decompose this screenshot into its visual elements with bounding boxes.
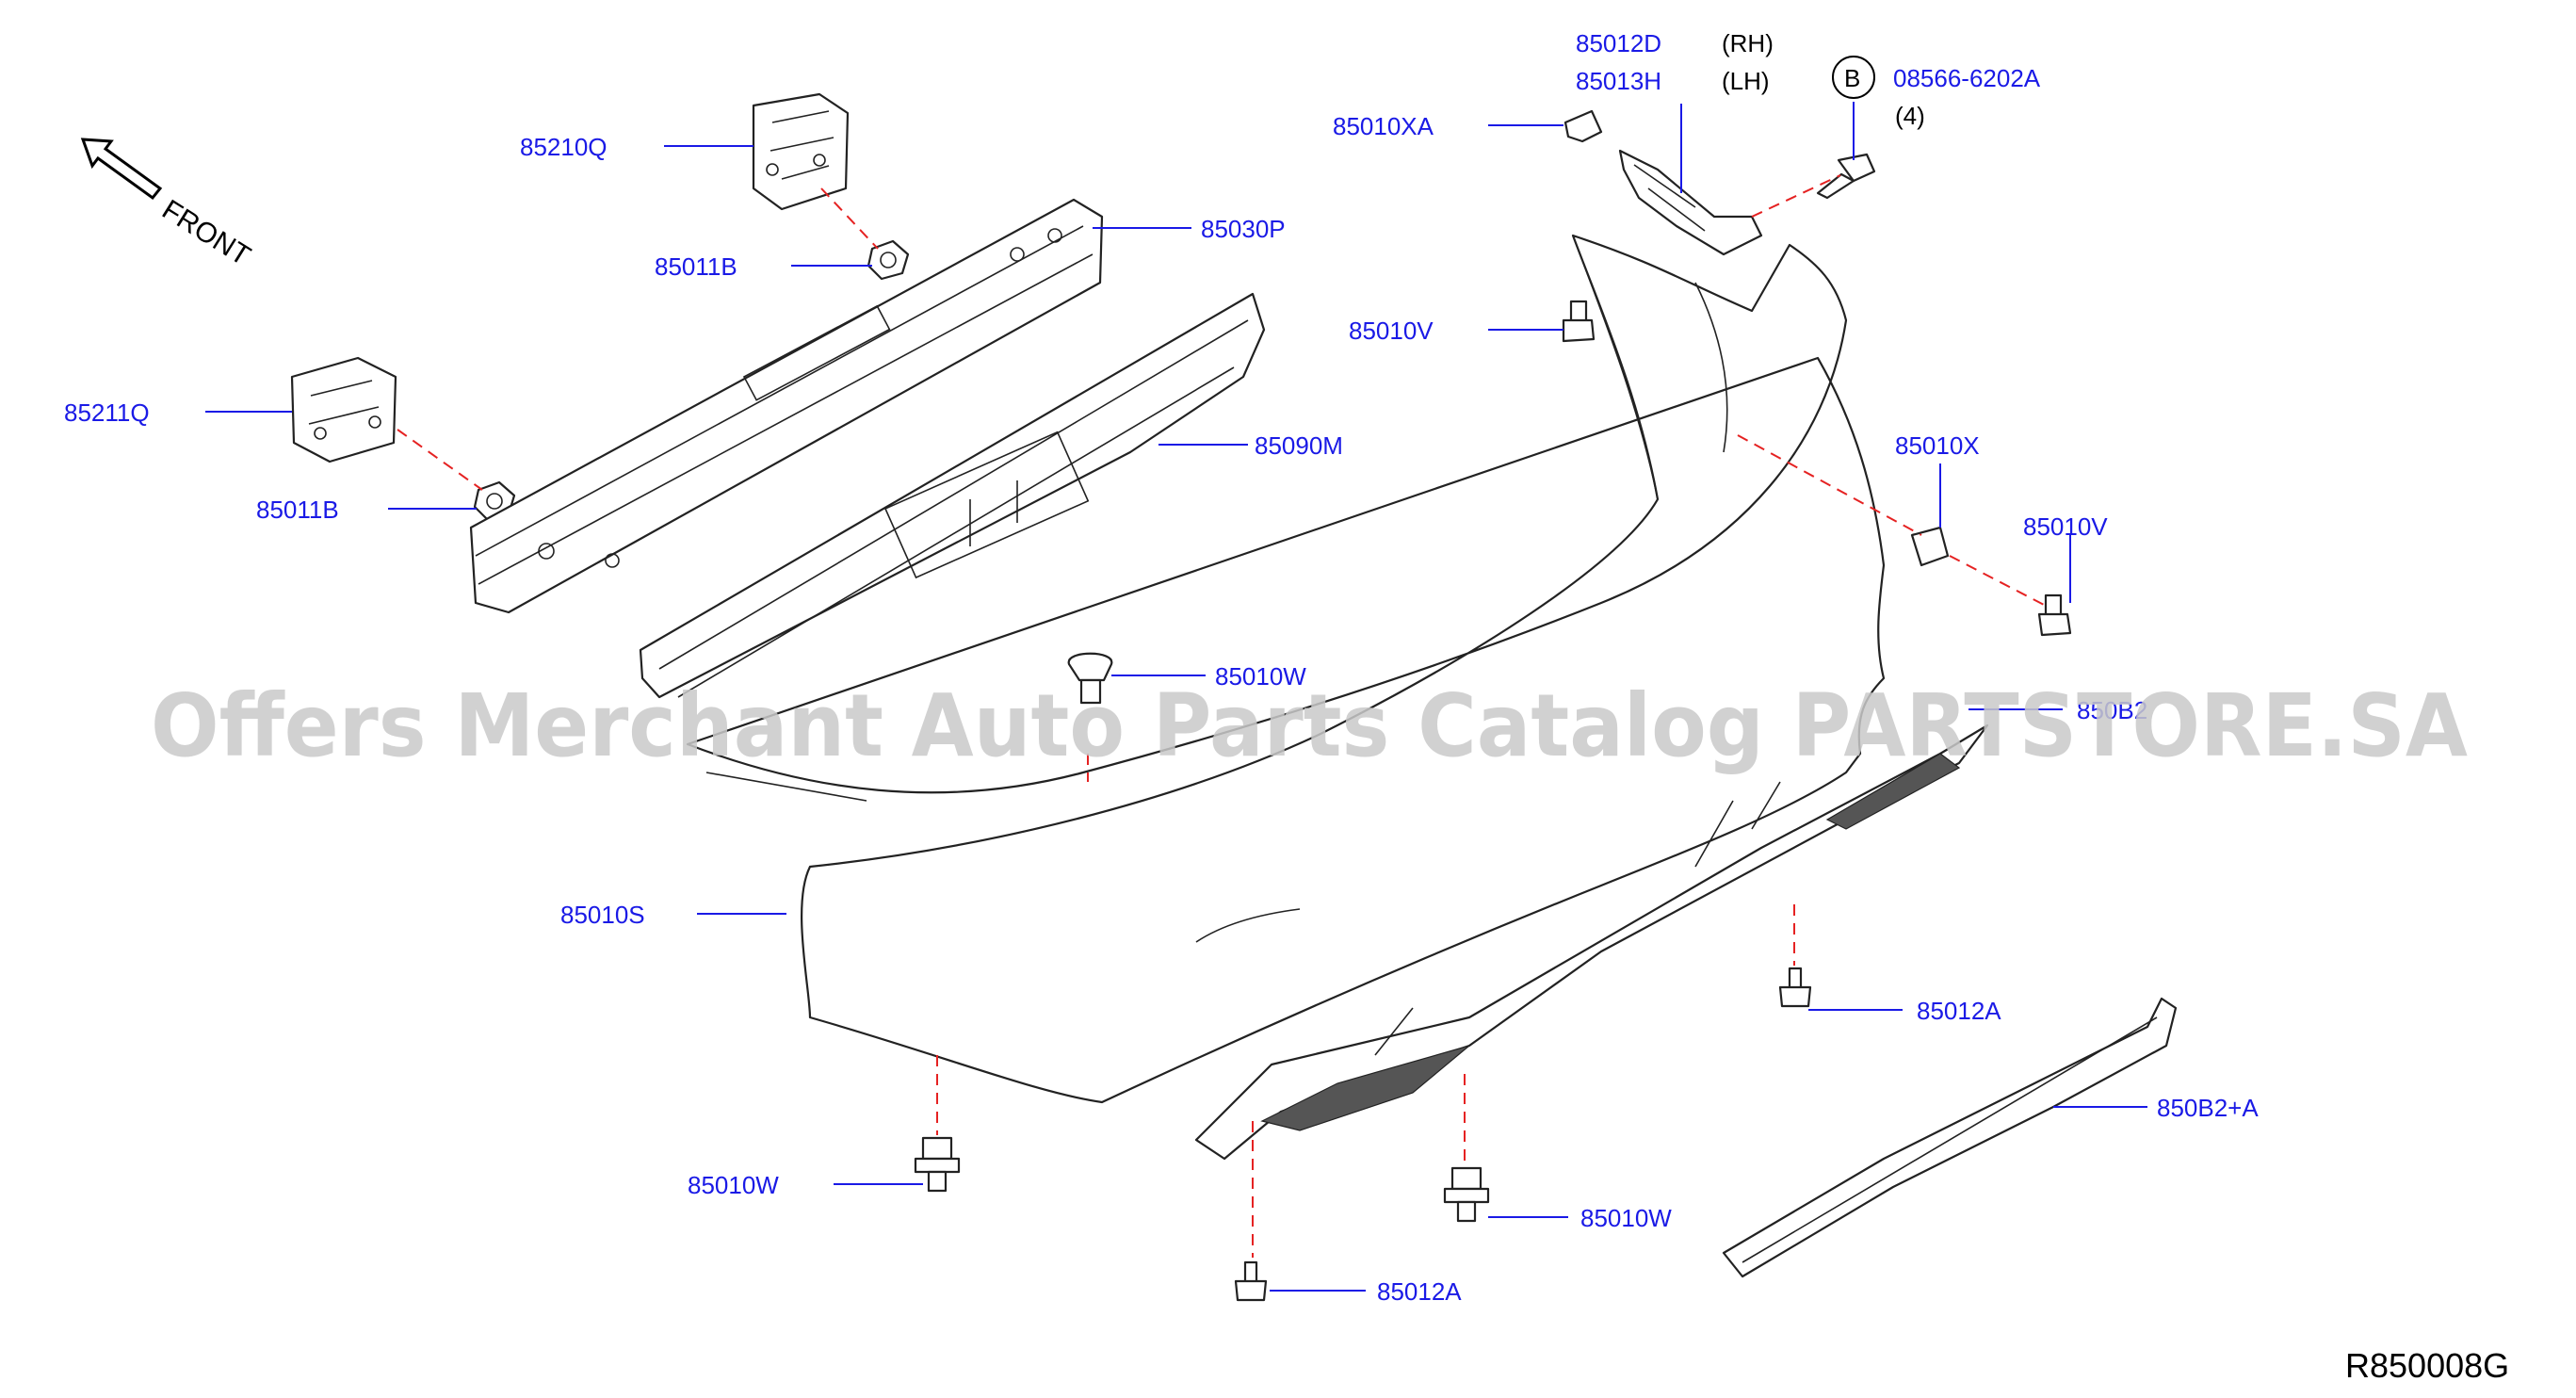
label-85210q[interactable]: 85210Q: [520, 133, 608, 161]
clip-85010xa: [1563, 109, 1603, 143]
label-85010xa[interactable]: 85010XA: [1333, 112, 1434, 140]
label-85010s[interactable]: 85010S: [560, 901, 645, 929]
lower-diffuser: [1194, 723, 1989, 1161]
bolt-symbol-b: B: [1832, 56, 1875, 99]
nut-85011b-top: [867, 239, 910, 281]
label-85013h-side: (LH): [1722, 67, 1770, 95]
label-85010v-top[interactable]: 85010V: [1349, 317, 1434, 345]
bracket-85211q: [290, 356, 397, 463]
screw-85010v-top: [1562, 300, 1596, 343]
label-85012d[interactable]: 85012D: [1576, 29, 1661, 57]
leader-lines: [205, 102, 2147, 1292]
reinforcement-85030p: [469, 198, 1104, 614]
moulding-850b2a: [1722, 997, 2178, 1278]
label-85010w-mid[interactable]: 85010W: [1215, 662, 1306, 691]
clip-85010w-mid: [1067, 652, 1113, 705]
label-85013h[interactable]: 85013H: [1576, 67, 1661, 95]
front-arrow-icon: [80, 138, 163, 201]
label-85090m[interactable]: 85090M: [1255, 431, 1343, 460]
label-85010w-bottom-mid[interactable]: 85010W: [1580, 1204, 1672, 1232]
label-85011b-bottom[interactable]: 85011B: [256, 496, 339, 524]
bolt-08566: [1816, 153, 1876, 200]
label-85211q[interactable]: 85211Q: [64, 398, 150, 427]
label-08566-qty: (4): [1895, 102, 1925, 130]
label-85010v-right[interactable]: 85010V: [2023, 512, 2108, 541]
label-850b2[interactable]: 850B2: [2077, 696, 2147, 724]
side-bracket-85012d: [1618, 149, 1763, 256]
diagram-code: R850008G: [2345, 1346, 2509, 1385]
label-85010w-bottom-left[interactable]: 85010W: [688, 1171, 779, 1199]
screw-85010v-right: [2037, 593, 2072, 637]
bracket-85210q: [752, 92, 850, 211]
clip-85010w-bottom-left: [914, 1136, 961, 1193]
screw-85012a-bottom: [1234, 1260, 1268, 1302]
bumper-fascia-85010s: [686, 234, 1886, 1104]
label-85010x[interactable]: 85010X: [1895, 431, 1980, 460]
label-85030p[interactable]: 85030P: [1201, 215, 1286, 243]
energy-absorber-85090m: [639, 292, 1266, 699]
label-85011b-top[interactable]: 85011B: [655, 252, 737, 281]
clip-85010w-bottom-mid: [1443, 1166, 1490, 1223]
label-85012a-right[interactable]: 85012A: [1917, 997, 2001, 1025]
watermark-text: Offers Merchant Auto Parts Catalog PARTS…: [151, 675, 2468, 776]
label-08566-6202a[interactable]: 08566-6202A: [1893, 64, 2041, 92]
label-850b2-a[interactable]: 850B2+A: [2157, 1094, 2259, 1122]
front-label: FRONT: [156, 194, 255, 272]
bolt-symbol-letter: B: [1844, 64, 1860, 92]
screw-85012a-right: [1778, 967, 1812, 1008]
grommet-85010x: [1910, 526, 1950, 567]
label-85012a-bottom[interactable]: 85012A: [1377, 1277, 1462, 1306]
label-85012d-side: (RH): [1722, 29, 1774, 57]
assembly-lines: [397, 174, 2045, 1258]
